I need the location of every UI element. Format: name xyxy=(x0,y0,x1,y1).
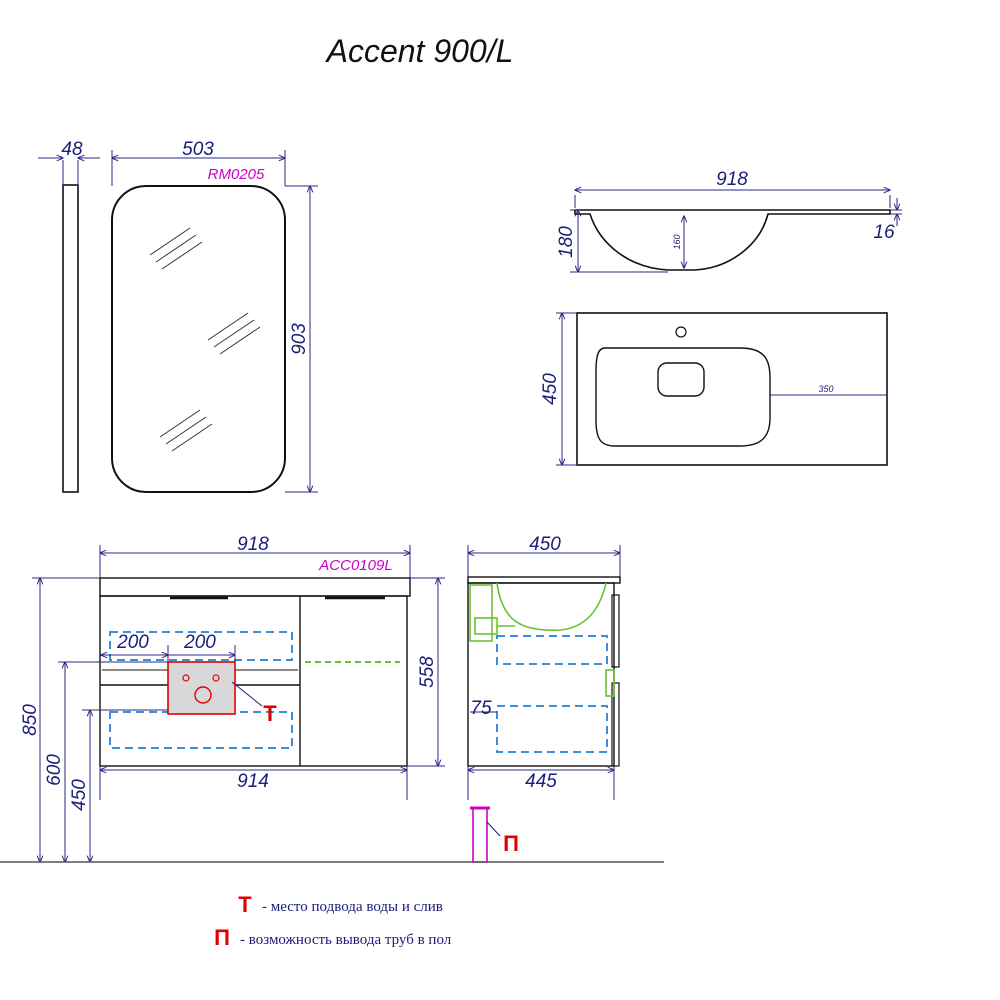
mirror-glare-marks xyxy=(149,227,261,452)
mirror-side-profile xyxy=(62,184,79,493)
cabinet-front-view: 918 ACC0109L Т 200 200 914 558 xyxy=(20,534,445,862)
sink-width-label: 918 xyxy=(716,169,748,190)
cabinet-side-view: 450 75 445 П xyxy=(467,534,621,863)
sink-inner-depth-label: 160 xyxy=(672,234,682,249)
side-upper-drawer-outline xyxy=(496,635,608,665)
cabinet-body xyxy=(99,595,408,767)
sink-offset-label: 350 xyxy=(818,384,833,394)
side-lower-drawer-outline xyxy=(496,705,608,753)
side-body xyxy=(467,582,615,767)
drawing-title: Accent 900/L xyxy=(325,33,514,69)
mirror-height-label: 903 xyxy=(289,323,310,355)
legend-p-symbol: П xyxy=(214,925,230,950)
side-inset-label: 75 xyxy=(470,698,492,719)
mirror-glass xyxy=(111,185,286,493)
sink-section-view: 918 180 160 16 xyxy=(556,169,902,272)
legend-t-text: - место подвода воды и слив xyxy=(262,899,443,915)
legend-t-symbol: Т xyxy=(238,892,252,917)
mirror-model-code: RM0205 xyxy=(208,166,265,183)
mirror-width-label: 503 xyxy=(182,139,214,160)
sink-height-label: 180 xyxy=(556,226,577,258)
pipe-height-label: 600 xyxy=(44,754,65,786)
cabinet-height-label: 558 xyxy=(417,656,438,688)
side-body-depth-label: 445 xyxy=(525,771,557,792)
sink-plan-view: 350 450 xyxy=(540,312,888,466)
mirror-view: 48 503 RM0205 903 xyxy=(38,139,318,493)
cabinet-top-width-label: 918 xyxy=(237,534,269,555)
legend: Т - место подвода воды и слив П - возмож… xyxy=(214,892,452,950)
sink-plan-outline xyxy=(576,312,888,466)
cabinet-model-code: ACC0109L xyxy=(318,557,392,574)
floor-pipe xyxy=(472,807,488,863)
side-top-depth-label: 450 xyxy=(529,534,561,555)
total-height-label: 850 xyxy=(20,704,41,736)
sink-depth-label: 450 xyxy=(540,373,561,405)
legend-p-text: - возможность вывода труб в пол xyxy=(240,932,452,948)
zone-right-label: 200 xyxy=(183,632,216,653)
mirror-depth-label: 48 xyxy=(61,139,83,160)
sink-bowl xyxy=(595,347,771,447)
zone-left-label: 200 xyxy=(116,632,149,653)
side-countertop xyxy=(467,576,621,584)
sink-drain xyxy=(657,362,705,397)
faucet-hole xyxy=(675,326,687,338)
bottom-height-label: 450 xyxy=(69,779,90,811)
water-connection-zone xyxy=(167,661,236,715)
upper-drawer-outline xyxy=(109,631,293,661)
cabinet-body-width-label: 914 xyxy=(237,771,269,792)
sink-profile xyxy=(574,209,891,271)
side-bowl-outline xyxy=(496,582,607,631)
countertop xyxy=(99,577,411,597)
floor-marker-p: П xyxy=(503,831,519,856)
water-marker-t: Т xyxy=(263,701,277,726)
sink-rim-label: 16 xyxy=(873,222,895,243)
